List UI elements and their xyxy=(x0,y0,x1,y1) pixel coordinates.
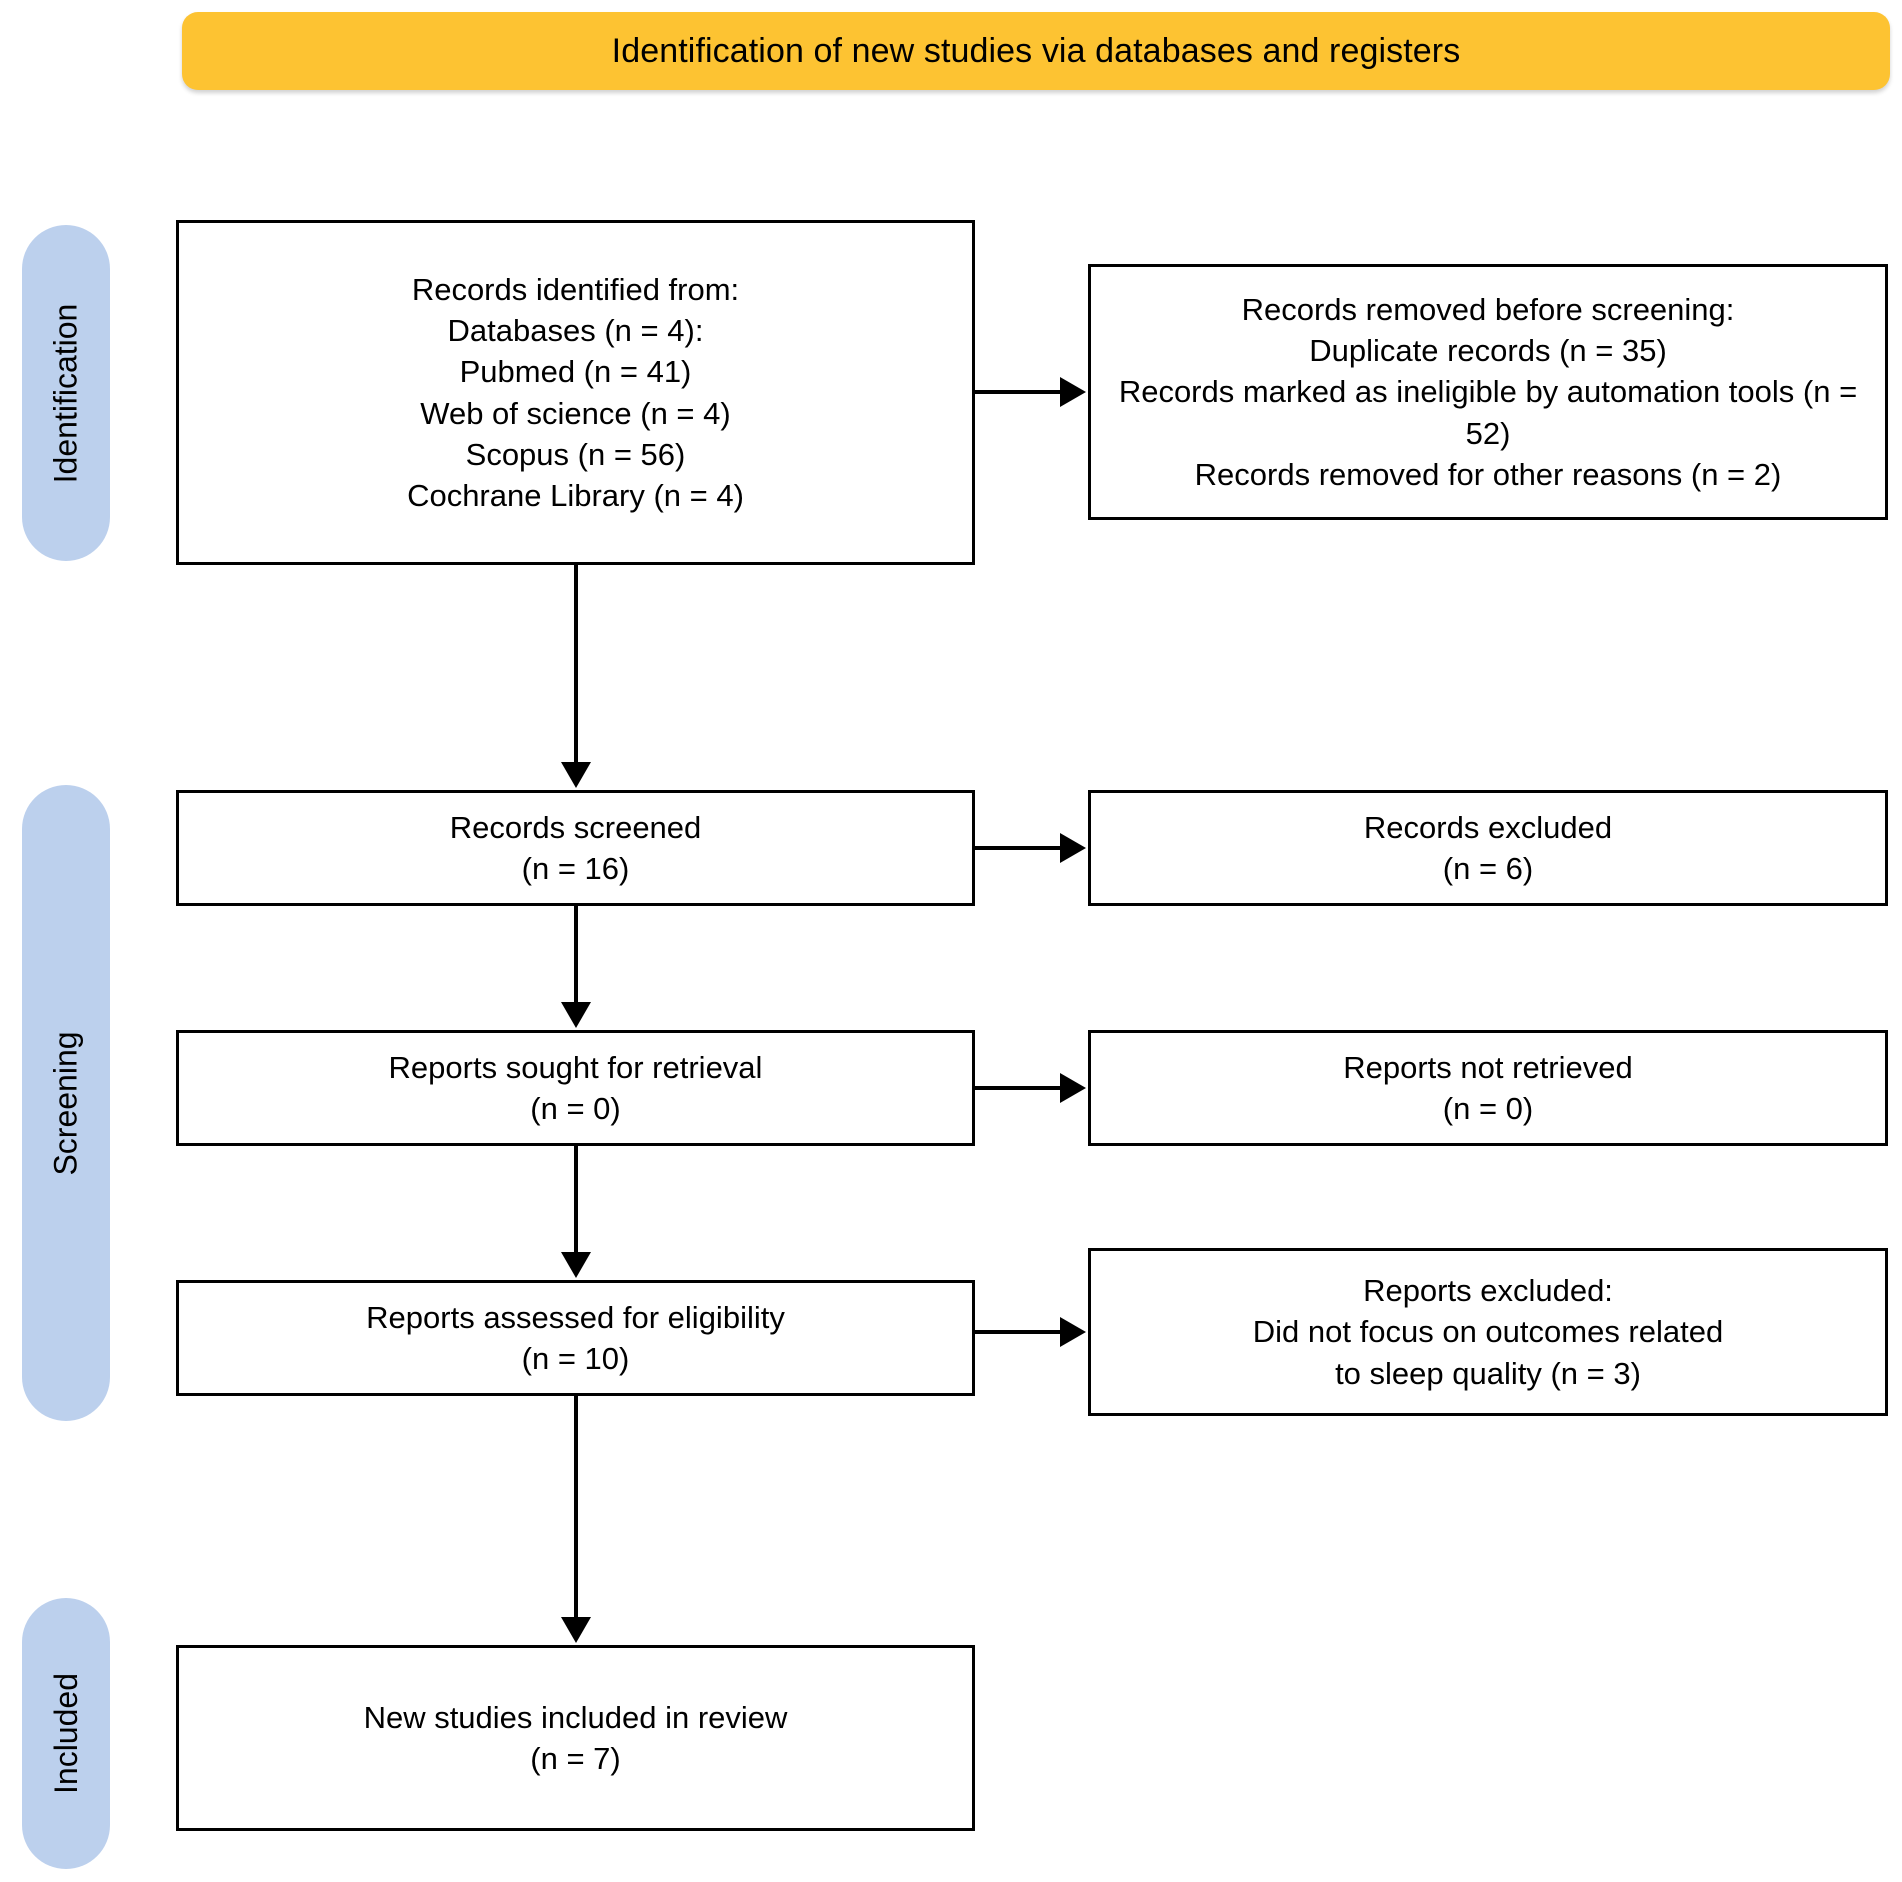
arrowhead-down-icon xyxy=(561,1252,591,1278)
stage-bar-included: Included xyxy=(22,1598,110,1869)
box-line: Databases (n = 4): xyxy=(447,313,704,349)
stage-bar-screening: Screening xyxy=(22,785,110,1421)
box-records-identified: Records identified from: Databases (n = … xyxy=(176,220,975,565)
box-records-excluded: Records excluded (n = 6) xyxy=(1088,790,1888,906)
stage-bar-identification: Identification xyxy=(22,225,110,561)
arrowhead-right-icon xyxy=(1060,1317,1086,1347)
box-records-removed-before-screening: Records removed before screening: Duplic… xyxy=(1088,264,1888,520)
box-line: (n = 0) xyxy=(1442,1091,1534,1126)
stage-label-included: Included xyxy=(47,1673,84,1794)
box-reports-assessed-for-eligibility: Reports assessed for eligibility (n = 10… xyxy=(176,1280,975,1396)
box-line: (n = 6) xyxy=(1442,851,1534,886)
arrowhead-right-icon xyxy=(1060,377,1086,407)
box-line: Records excluded xyxy=(1363,809,1613,845)
arrowhead-right-icon xyxy=(1060,1073,1086,1103)
box-line: Records screened xyxy=(449,809,702,845)
box-line: to sleep quality (n = 3) xyxy=(1335,1355,1641,1391)
box-line: Cochrane Library (n = 4) xyxy=(407,477,744,513)
connector-screened-to-sought xyxy=(574,906,578,1006)
connector-identified-to-removed xyxy=(975,390,1063,394)
arrowhead-down-icon xyxy=(561,1617,591,1643)
box-line: Did not focus on outcomes related xyxy=(1252,1314,1724,1350)
box-line: (n = 0) xyxy=(530,1091,621,1126)
box-reports-not-retrieved: Reports not retrieved (n = 0) xyxy=(1088,1030,1888,1146)
box-line: Records marked as ineligible by automati… xyxy=(1118,374,1858,451)
box-line: Records removed before screening: xyxy=(1241,291,1735,327)
stage-label-identification: Identification xyxy=(47,303,84,483)
box-line: (n = 16) xyxy=(521,851,630,886)
box-line: Web of science (n = 4) xyxy=(420,395,731,431)
box-line: Reports excluded: xyxy=(1363,1273,1613,1309)
box-line: Reports not retrieved xyxy=(1343,1049,1633,1085)
connector-identified-to-screened xyxy=(574,565,578,765)
box-new-studies-included-in-review: New studies included in review (n = 7) xyxy=(176,1645,975,1831)
connector-sought-to-assessed xyxy=(574,1146,578,1256)
connector-assessed-to-reports-excluded xyxy=(975,1330,1063,1334)
box-line: New studies included in review xyxy=(363,1699,788,1735)
connector-sought-to-not-retrieved xyxy=(975,1086,1063,1090)
banner-title: Identification of new studies via databa… xyxy=(611,31,1461,70)
arrowhead-down-icon xyxy=(561,762,591,788)
diagram-header-banner: Identification of new studies via databa… xyxy=(182,12,1890,90)
box-line: Records identified from: xyxy=(411,271,740,307)
box-reports-sought-for-retrieval: Reports sought for retrieval (n = 0) xyxy=(176,1030,975,1146)
box-line: (n = 7) xyxy=(530,1741,621,1776)
stage-label-screening: Screening xyxy=(47,1030,84,1176)
connector-screened-to-records-excluded xyxy=(975,846,1063,850)
box-line: (n = 10) xyxy=(521,1341,630,1376)
box-line: Pubmed (n = 41) xyxy=(459,354,692,390)
box-line: Reports assessed for eligibility xyxy=(366,1299,785,1335)
box-line: Records removed for other reasons (n = 2… xyxy=(1194,456,1782,492)
box-line: Scopus (n = 56) xyxy=(465,436,686,472)
box-records-screened: Records screened (n = 16) xyxy=(176,790,975,906)
box-line: Duplicate records (n = 35) xyxy=(1309,333,1667,369)
box-reports-excluded: Reports excluded: Did not focus on outco… xyxy=(1088,1248,1888,1416)
arrowhead-right-icon xyxy=(1060,833,1086,863)
box-line: Reports sought for retrieval xyxy=(388,1049,763,1085)
arrowhead-down-icon xyxy=(561,1002,591,1028)
connector-assessed-to-included xyxy=(574,1396,578,1621)
